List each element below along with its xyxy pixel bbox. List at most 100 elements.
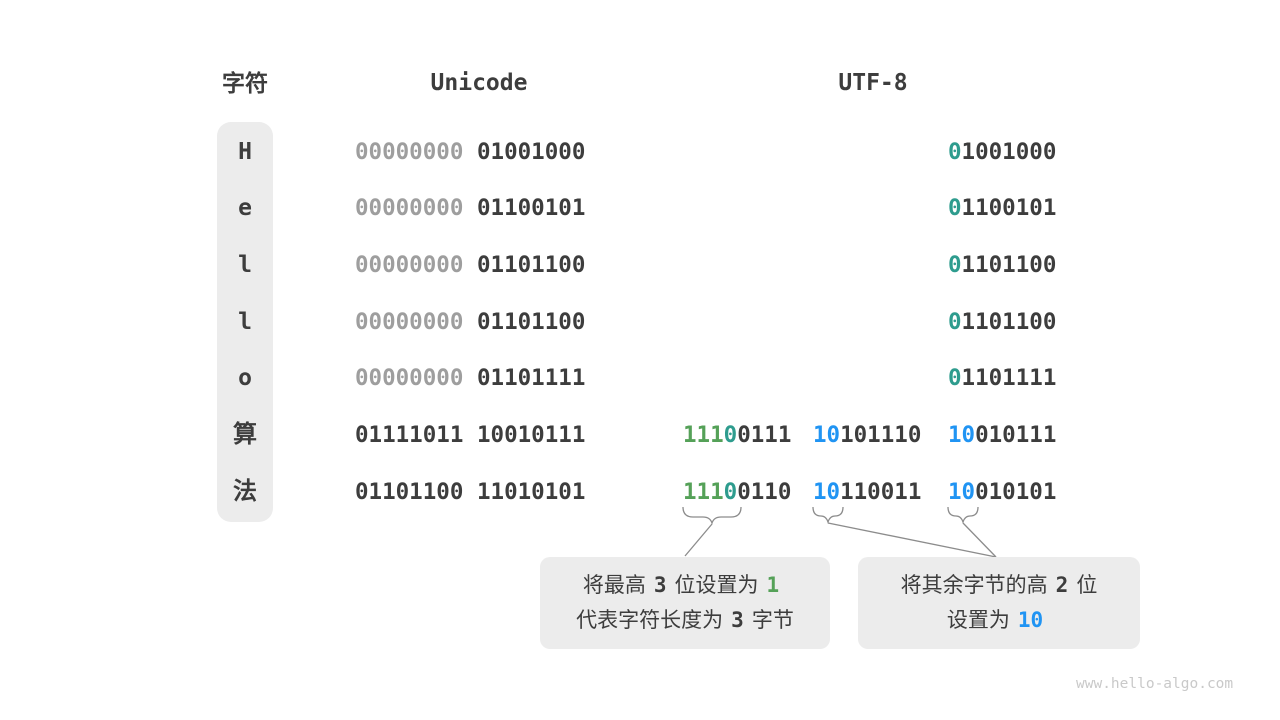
unicode-byte: 00000000 <box>355 250 463 280</box>
text-segment: 0 <box>948 252 962 278</box>
text-segment: 111 <box>683 479 724 505</box>
text-segment: 0 <box>948 365 962 391</box>
utf8-byte: 11100110 <box>683 477 791 507</box>
unicode-byte: 00000000 <box>355 137 463 167</box>
column-header-unicode: Unicode <box>430 70 528 96</box>
utf8-byte: 01101100 <box>948 250 1056 280</box>
character-cell: l <box>238 252 252 278</box>
unicode-byte: 01101100 <box>477 250 585 280</box>
callout-text: 代表字符长度为 <box>576 609 724 632</box>
text-segment: 0 <box>723 422 738 448</box>
underbrace-3byte-prefix <box>682 506 742 526</box>
text-segment: 01101100 <box>477 252 586 278</box>
callout-text: 字节 <box>751 609 794 632</box>
callout-text: 将其余字节的高 <box>900 574 1048 597</box>
utf8-byte: 01101100 <box>948 307 1056 337</box>
unicode-byte: 01001000 <box>477 137 585 167</box>
connector-line-byte2 <box>827 522 997 558</box>
underbrace-continuation-byte3 <box>947 506 979 525</box>
unicode-byte: 00000000 <box>355 193 463 223</box>
text-segment: 1100101 <box>961 195 1057 221</box>
unicode-byte: 00000000 <box>355 307 463 337</box>
unicode-byte: 00000000 <box>355 363 463 393</box>
text-segment: 0110 <box>737 479 792 505</box>
text-segment: 00000000 <box>355 309 464 335</box>
callout-text: 设置为 <box>946 609 1010 632</box>
text-segment: 010101 <box>975 479 1057 505</box>
character-cell: 算 <box>233 421 257 448</box>
column-header-utf8: UTF-8 <box>838 70 908 96</box>
utf8-byte: 01001000 <box>948 137 1056 167</box>
text-segment: 01101111 <box>477 365 586 391</box>
text-segment: 010111 <box>975 422 1057 448</box>
callout-high-bits-line1: 将最高 3 位设置为 1 <box>583 568 787 603</box>
text-segment: 10 <box>813 479 841 505</box>
text-segment: 01100101 <box>477 195 586 221</box>
text-segment: 110011 <box>840 479 922 505</box>
unicode-byte: 01101111 <box>477 363 585 393</box>
character-cell: l <box>238 309 252 335</box>
utf8-byte: 11100111 <box>683 420 791 450</box>
text-segment: 0 <box>723 479 738 505</box>
text-segment: 00000000 <box>355 252 464 278</box>
text-segment: 0 <box>948 309 962 335</box>
text-segment: 01101100 <box>355 479 464 505</box>
callout-continuation-bits-line2: 设置为 10 <box>947 603 1051 638</box>
text-segment: 10 <box>948 422 976 448</box>
text-segment: 0 <box>948 139 962 165</box>
text-segment: 1001000 <box>961 139 1057 165</box>
unicode-byte: 01111011 <box>355 420 463 450</box>
connector-line-left <box>684 523 713 557</box>
text-segment: 11010101 <box>477 479 586 505</box>
unicode-byte: 01100101 <box>477 193 585 223</box>
character-cell: o <box>238 365 252 391</box>
callout-text: 将最高 <box>582 574 646 597</box>
column-header-character: 字符 <box>222 70 268 96</box>
character-cell: H <box>238 139 252 165</box>
text-segment: 01101100 <box>477 309 586 335</box>
text-segment: 00000000 <box>355 195 464 221</box>
character-cell: e <box>238 195 252 221</box>
unicode-byte: 01101100 <box>355 477 463 507</box>
unicode-byte: 11010101 <box>477 477 585 507</box>
text-segment: 111 <box>683 422 724 448</box>
utf8-byte: 10101110 <box>813 420 921 450</box>
site-watermark: www.hello-algo.com <box>1076 676 1234 692</box>
connector-line-byte3 <box>962 522 997 558</box>
utf8-byte: 01101111 <box>948 363 1056 393</box>
text-segment: 1101100 <box>961 309 1057 335</box>
text-segment: 1101100 <box>961 252 1057 278</box>
text-segment: 00000000 <box>355 365 464 391</box>
text-segment: 10 <box>813 422 841 448</box>
text-segment: 01001000 <box>477 139 586 165</box>
callout-number: 2 <box>1055 573 1069 597</box>
utf8-byte: 10110011 <box>813 477 921 507</box>
underbrace-continuation-byte2 <box>812 506 844 525</box>
text-segment: 0111 <box>737 422 792 448</box>
utf8-byte: 01100101 <box>948 193 1056 223</box>
callout-text: 位 <box>1076 574 1098 597</box>
text-segment: 00000000 <box>355 139 464 165</box>
callout-number: 3 <box>653 573 667 597</box>
callout-number: 10 <box>1017 608 1044 632</box>
callout-number: 1 <box>766 573 780 597</box>
text-segment: 101110 <box>840 422 922 448</box>
callout-text: 位设置为 <box>674 574 759 597</box>
text-segment: 0 <box>948 195 962 221</box>
text-segment: 10 <box>948 479 976 505</box>
text-segment: 1101111 <box>961 365 1057 391</box>
utf8-byte: 10010101 <box>948 477 1056 507</box>
text-segment: 01111011 <box>355 422 464 448</box>
